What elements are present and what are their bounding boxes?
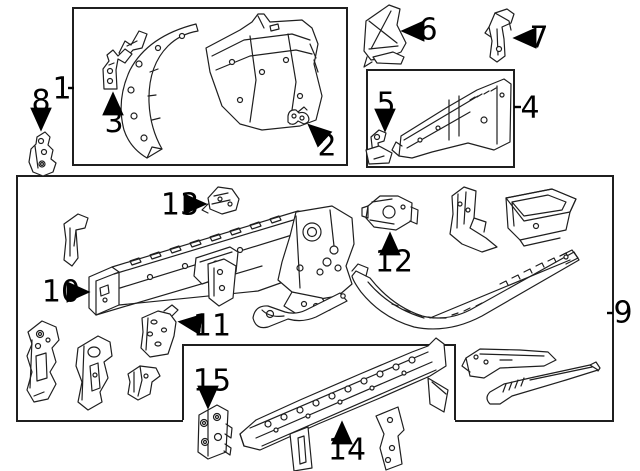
part-7-drawing[interactable] — [484, 8, 515, 63]
callout-15-label: 15 — [193, 364, 231, 399]
callout-3[interactable]: 3 — [102, 91, 124, 140]
part-3-drawing[interactable] — [102, 48, 133, 90]
engine-mount-bracket-drawing[interactable] — [252, 292, 348, 329]
callout-15[interactable]: 15 — [193, 364, 231, 410]
group-box-4 — [366, 69, 515, 168]
callout-2[interactable]: 2 — [307, 123, 337, 164]
callout-10[interactable]: 10 — [42, 275, 91, 310]
callout-2-label: 2 — [317, 129, 336, 164]
part-11-drawing[interactable] — [140, 304, 179, 358]
small-bracket-drawing[interactable] — [127, 365, 161, 401]
callout-4[interactable]: 4 — [514, 91, 540, 126]
group-box-9 — [16, 175, 614, 422]
rail-lower-plate-drawing[interactable] — [207, 258, 237, 307]
left-pillar-bracket-drawing[interactable] — [26, 320, 60, 403]
callout-11[interactable]: 11 — [177, 309, 231, 344]
callout-14-label: 14 — [328, 433, 366, 468]
center-pillar-bracket-drawing[interactable] — [75, 335, 113, 411]
callout-5-label: 5 — [376, 87, 395, 122]
callout-11-label: 11 — [193, 309, 231, 344]
tray-bracket-drawing[interactable] — [505, 188, 577, 247]
callout-12-label: 12 — [375, 245, 413, 280]
callout-9-label: 9 — [613, 296, 632, 331]
callout-14[interactable]: 14 — [328, 420, 366, 468]
callout-7[interactable]: 7 — [512, 21, 549, 56]
lower-right-rail-drawing[interactable] — [486, 361, 601, 405]
callout-9[interactable]: 9 — [607, 296, 633, 331]
group-box-1 — [72, 7, 348, 166]
part-12-drawing[interactable] — [361, 195, 419, 231]
callout-1[interactable]: 1 — [52, 72, 74, 107]
callout-10-label: 10 — [42, 275, 80, 310]
callout-1-label: 1 — [52, 72, 71, 107]
sill-rail-drawing[interactable] — [351, 249, 580, 330]
part-1-side-panel-drawing[interactable] — [205, 13, 323, 131]
callout-8[interactable]: 8 — [30, 84, 52, 132]
center-bracket-drawing[interactable] — [449, 186, 498, 253]
part-15-drawing[interactable] — [197, 404, 233, 460]
callout-7-label: 7 — [529, 21, 548, 56]
part-4-apron-drawing[interactable] — [391, 78, 512, 159]
callout-3-label: 3 — [104, 105, 123, 140]
part-2-drawing[interactable] — [287, 106, 310, 125]
part-6-drawing[interactable] — [363, 4, 407, 68]
part-5-drawing[interactable] — [365, 129, 393, 165]
part-8-drawing[interactable] — [28, 131, 57, 177]
part-13-drawing[interactable] — [201, 186, 240, 215]
group-box-14 — [182, 344, 456, 420]
callout-6-label: 6 — [418, 13, 437, 48]
callout-5[interactable]: 5 — [374, 87, 396, 133]
upper-left-bracket-drawing[interactable] — [63, 213, 89, 267]
lower-right-bracket-drawing[interactable] — [461, 348, 557, 379]
callout-4-label: 4 — [520, 91, 539, 126]
callout-8-label: 8 — [31, 84, 50, 119]
part-14-dash-panel-drawing[interactable] — [239, 337, 449, 471]
part-1-wheelhouse-panel-drawing[interactable] — [120, 23, 199, 159]
callout-13[interactable]: 13 — [161, 188, 208, 223]
callout-6[interactable]: 6 — [400, 13, 438, 48]
callout-13-label: 13 — [161, 188, 199, 223]
callout-12[interactable]: 12 — [375, 231, 413, 280]
